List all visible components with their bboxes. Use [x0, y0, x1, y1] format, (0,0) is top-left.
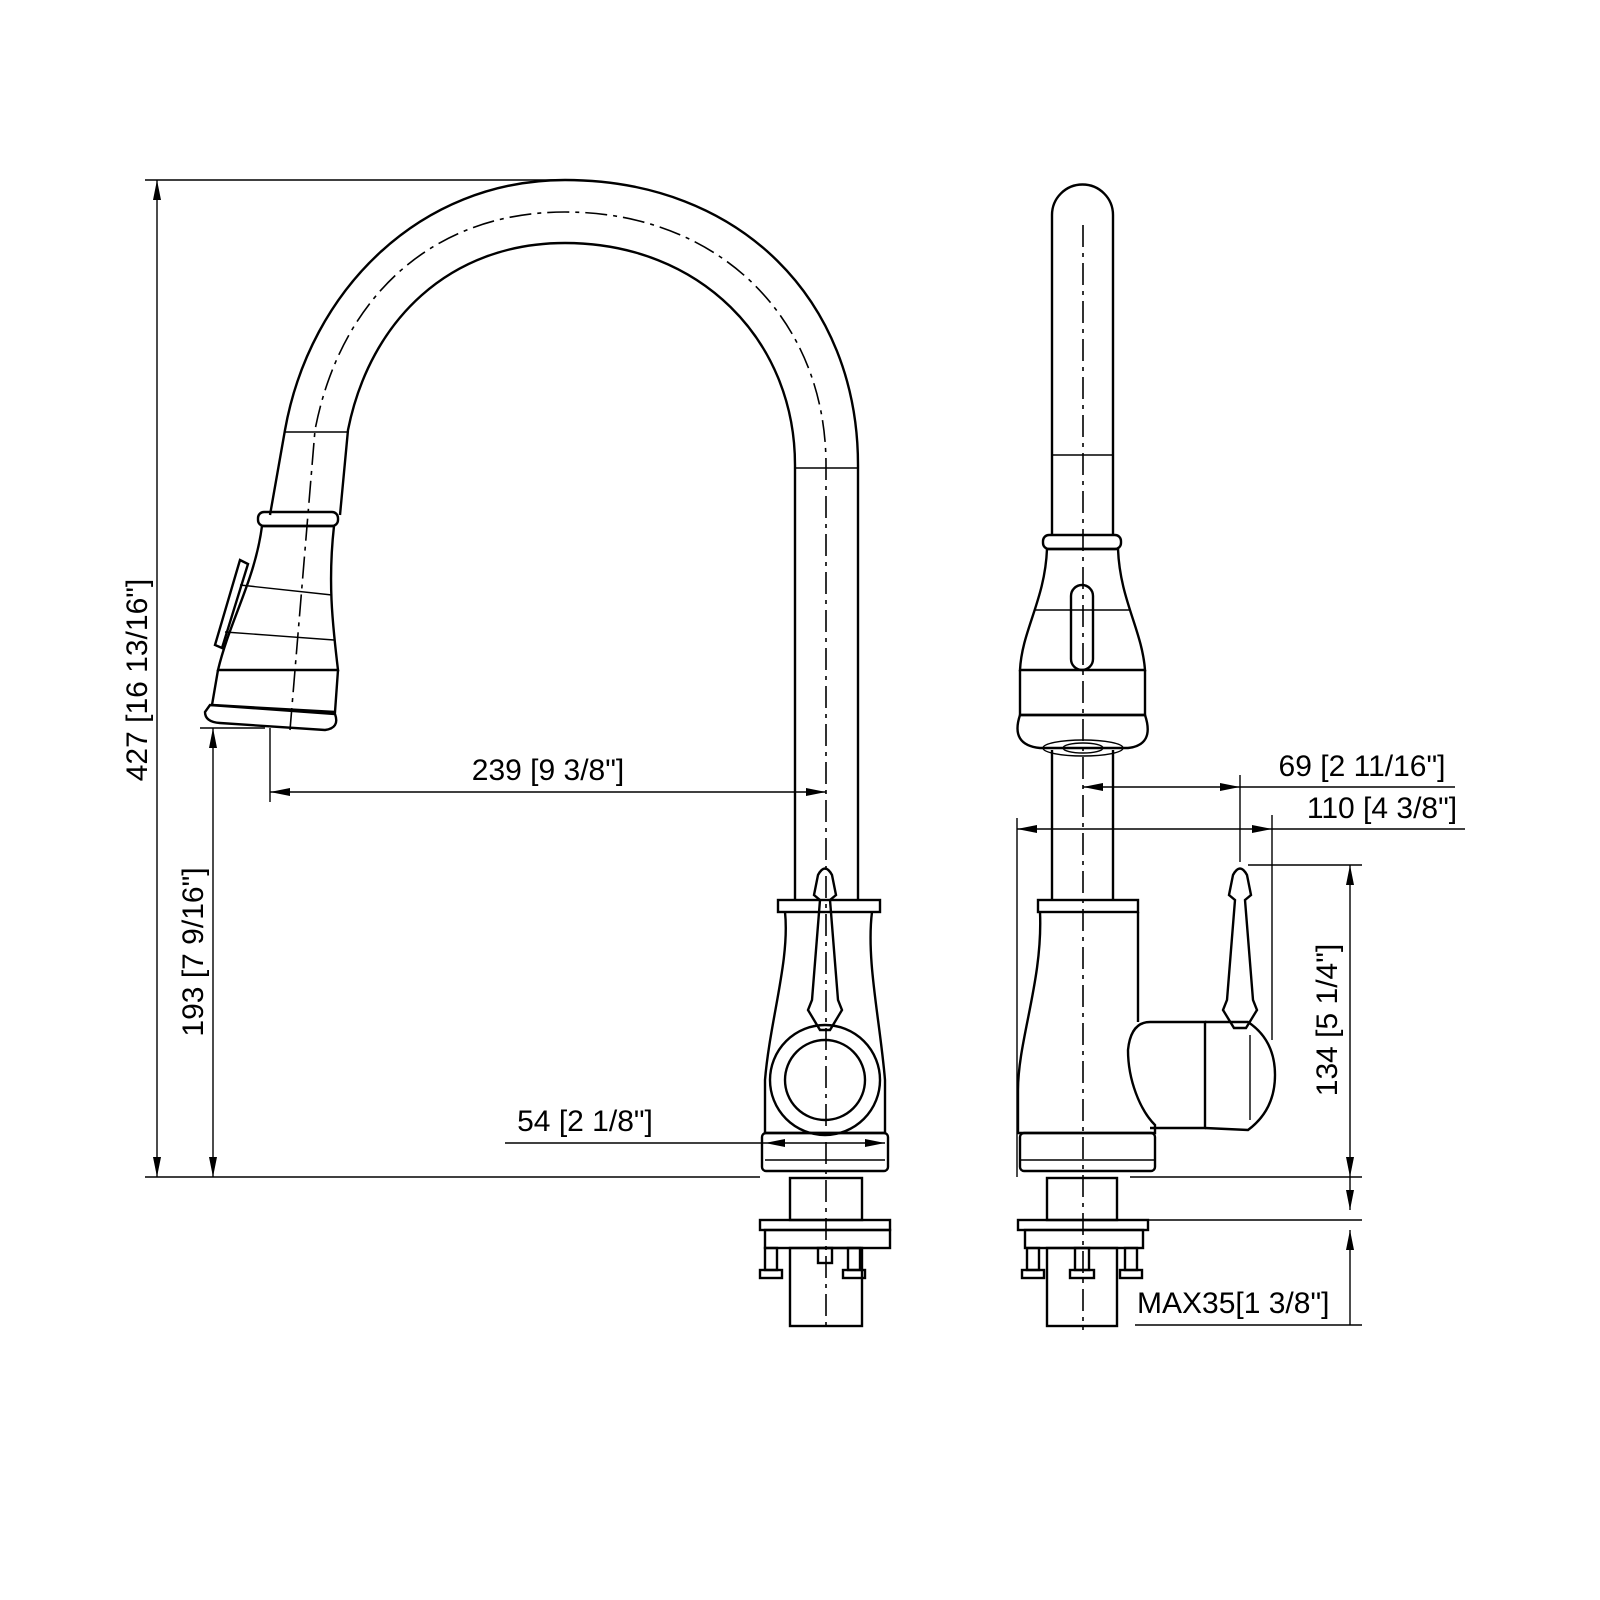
spray-height-label: 193 [7 9/16"] — [177, 867, 210, 1036]
spout-inner-arc — [338, 241, 797, 900]
lever-handle-front — [806, 867, 844, 1032]
faucet-body-side — [1016, 867, 1277, 1173]
spout-side — [1050, 183, 1115, 535]
handle-height-label: 134 [5 1/4"] — [1311, 944, 1344, 1096]
overall-height-label: 427 [16 13/16"] — [121, 579, 154, 782]
spray-head-side — [1016, 533, 1149, 757]
mount-shank-side — [1016, 1176, 1150, 1328]
spray-head-front — [203, 510, 340, 732]
mount-shank-front — [758, 1176, 892, 1328]
front-view — [203, 178, 892, 1330]
dimension-lines — [145, 179, 1465, 1326]
spout-centerline — [289, 211, 827, 1330]
side-view — [1016, 183, 1277, 1330]
side-depth-label: 110 [4 3/8"] — [1307, 792, 1457, 825]
handle-offset-label: 69 [2 11/16"] — [1279, 750, 1446, 783]
spout-outer-arc — [268, 178, 860, 900]
lever-handle-side — [1221, 867, 1259, 1030]
base-width-label: 54 [2 1/8"] — [517, 1105, 653, 1138]
max-deck-label: MAX35[1 3/8"] — [1137, 1287, 1329, 1320]
faucet-body-front — [760, 867, 890, 1173]
spout-reach-label: 239 [9 3/8"] — [472, 754, 624, 787]
